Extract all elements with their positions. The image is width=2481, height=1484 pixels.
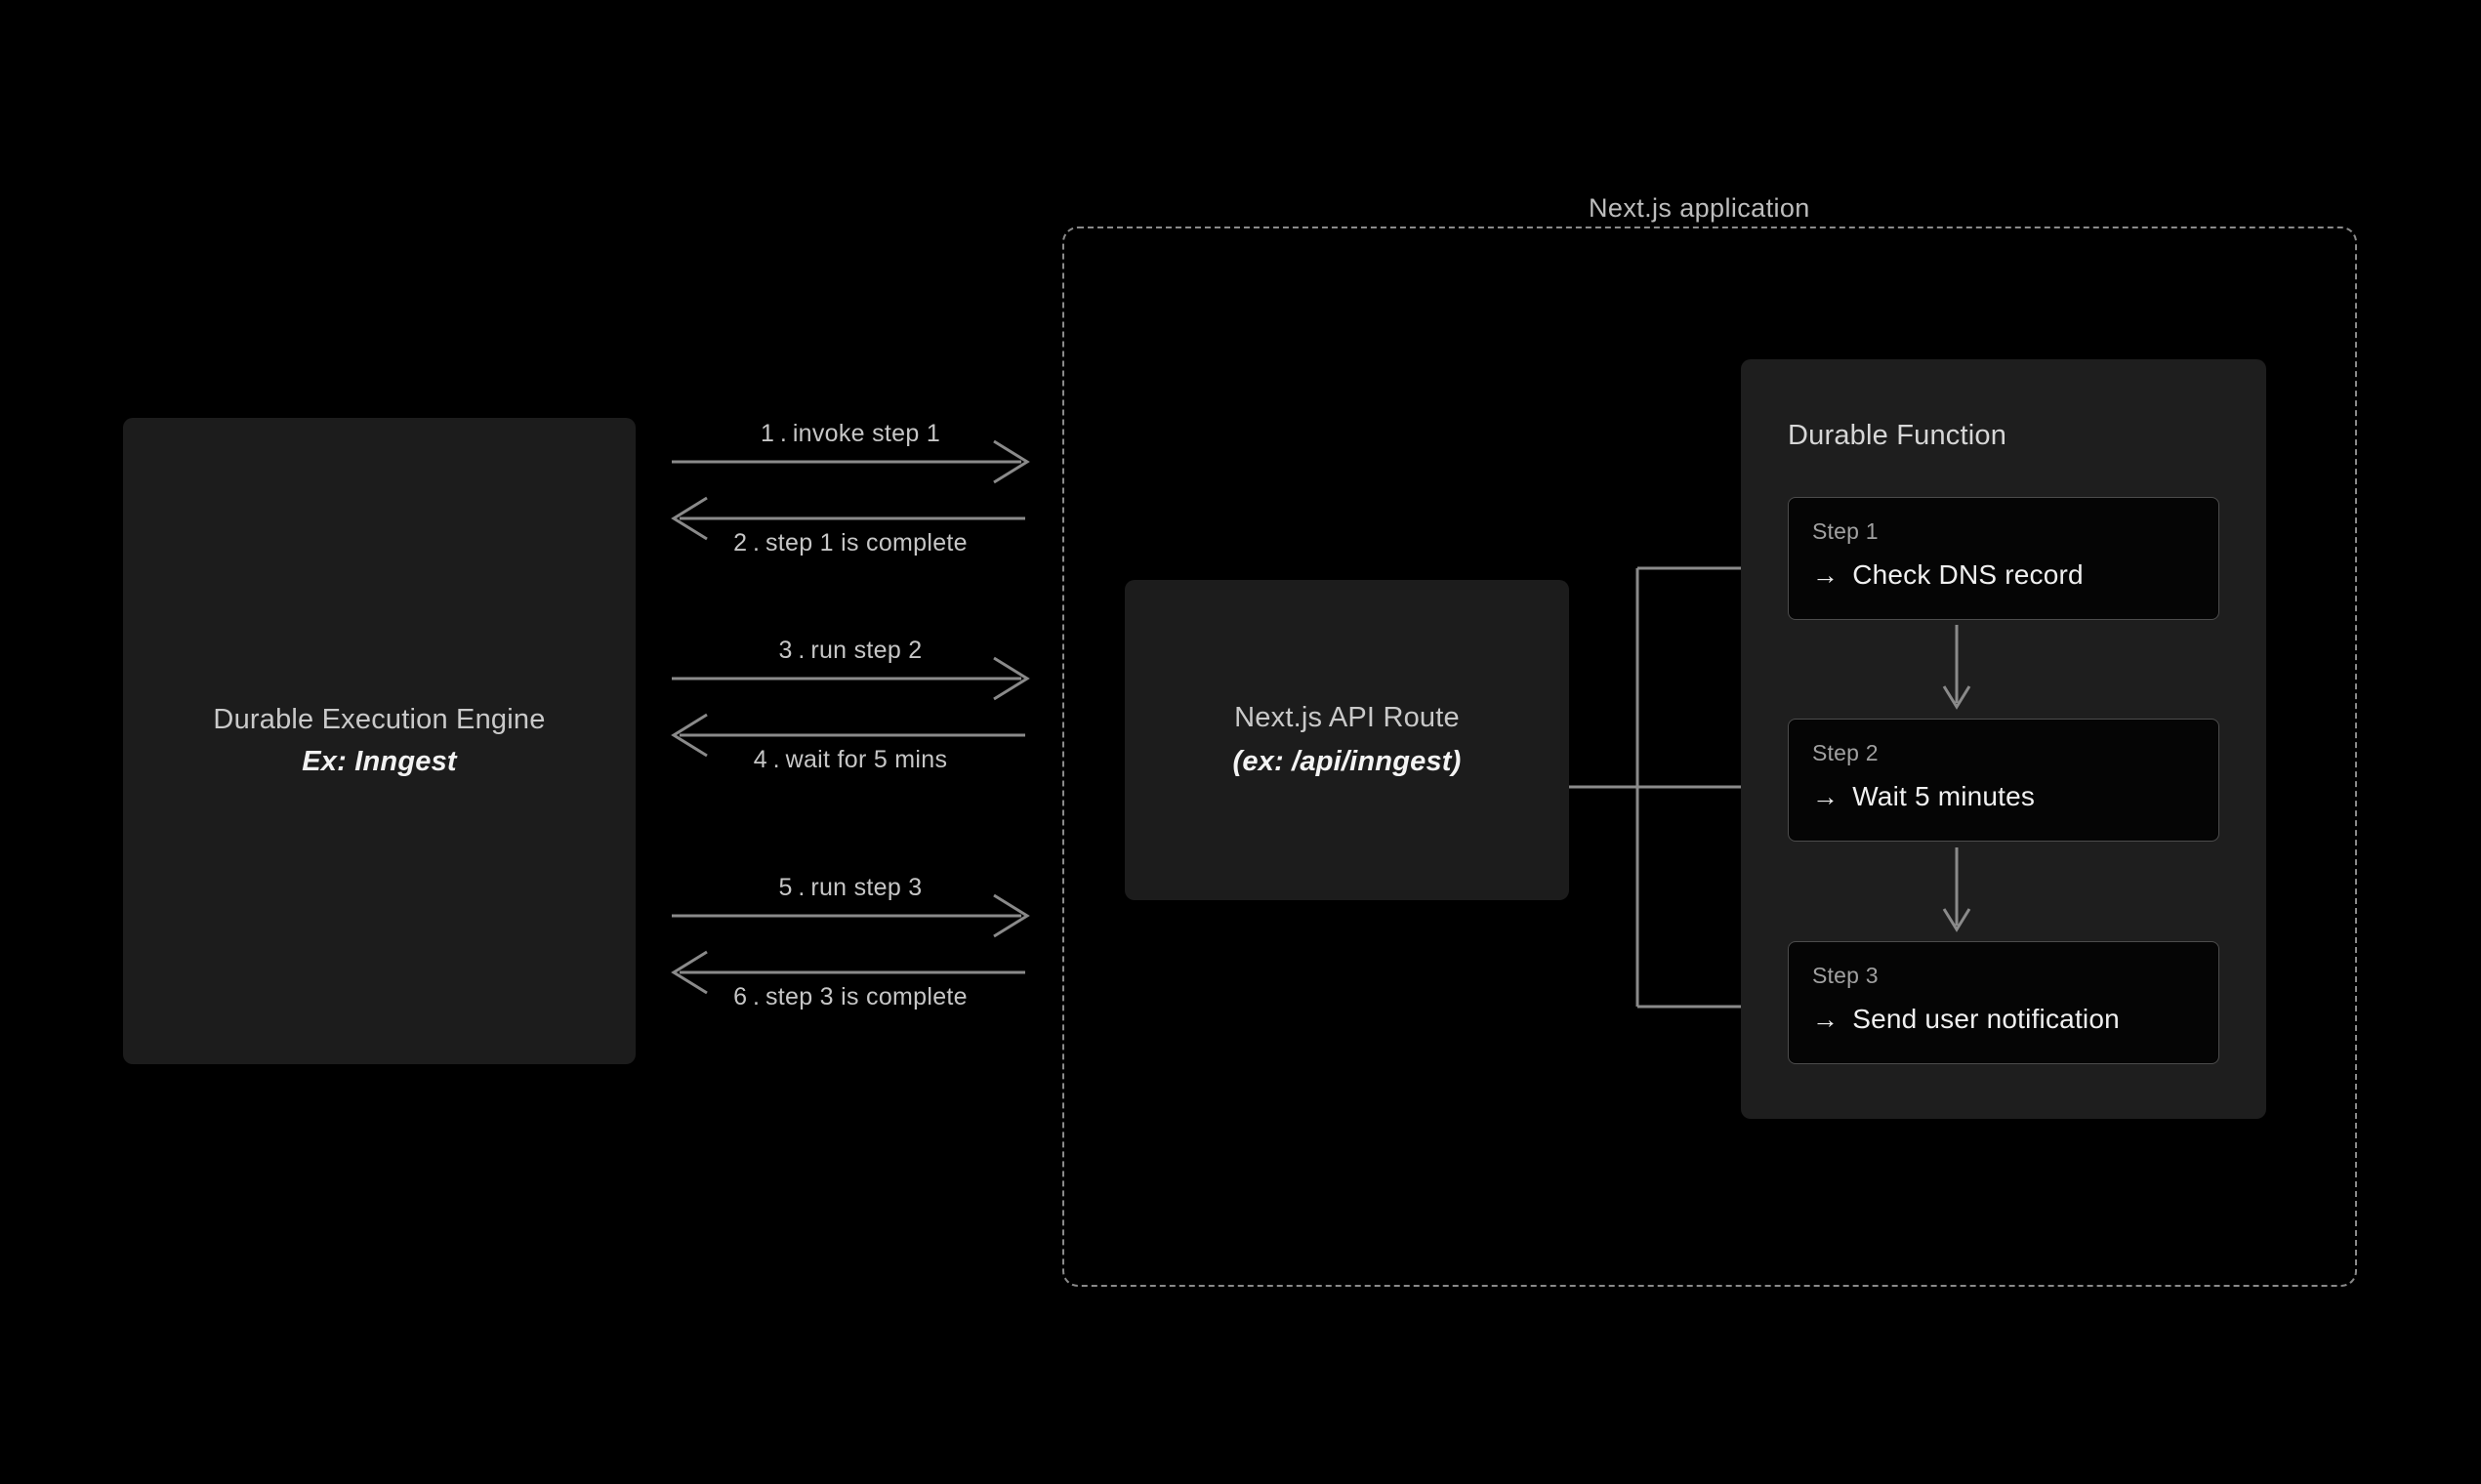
step-2-text: Wait 5 minutes — [1852, 780, 2036, 811]
arrow-right-icon: → — [1812, 559, 1840, 590]
sequence-label-1: 1.invoke step 1 — [672, 420, 1029, 448]
sequence-number-2: 2. — [733, 529, 765, 556]
sequence-text-1: invoke step 1 — [792, 420, 941, 447]
step-1-body: → Check DNS record — [1812, 559, 2195, 591]
durable-function-panel: Durable Function Step 1 → Check DNS reco… — [1741, 359, 2266, 1119]
arrow-right-icon: → — [1812, 781, 1840, 811]
sequence-pair-3: 5.run step 3 6.step 3 is complete — [671, 874, 1030, 1010]
engine-title: Durable Execution Engine — [213, 703, 546, 735]
sequence-text-2: step 1 is complete — [765, 529, 968, 556]
step-2-kicker: Step 2 — [1812, 740, 1879, 765]
arrow-right-icon: → — [1812, 1004, 1840, 1034]
sequence-label-2: 2.step 1 is complete — [672, 529, 1029, 557]
step-card-2[interactable]: Step 2 → Wait 5 minutes — [1788, 719, 2219, 842]
sequence-number-3: 3. — [778, 637, 811, 664]
sequence-label-5: 5.run step 3 — [672, 874, 1029, 902]
sequence-arrow-2-left — [671, 496, 1025, 541]
step-3-text: Send user notification — [1852, 1003, 2120, 1034]
sequence-number-1: 1. — [760, 420, 793, 447]
sequence-arrow-1-right — [672, 439, 1030, 484]
nextjs-application-container — [1062, 227, 2357, 1287]
sequence-pair-1: 1.invoke step 1 2.step 1 is complete — [671, 420, 1030, 556]
sequence-arrow-3-right — [672, 656, 1030, 701]
engine-subtitle: Ex: Inngest — [302, 746, 457, 777]
sequence-number-6: 6. — [733, 983, 765, 1010]
sequence-text-3: run step 2 — [810, 637, 923, 664]
sequence-text-6: step 3 is complete — [765, 983, 968, 1010]
sequence-label-6: 6.step 3 is complete — [672, 983, 1029, 1011]
step-card-3[interactable]: Step 3 → Send user notification — [1788, 941, 2219, 1064]
sequence-arrow-6-left — [671, 950, 1025, 995]
step-3-kicker: Step 3 — [1812, 963, 1879, 988]
sequence-arrow-5-right — [672, 893, 1030, 938]
step-2-body: → Wait 5 minutes — [1812, 781, 2195, 812]
sequence-number-4: 4. — [753, 746, 786, 773]
step-1-kicker: Step 1 — [1812, 518, 1879, 544]
step-card-1[interactable]: Step 1 → Check DNS record — [1788, 497, 2219, 620]
nextjs-application-label: Next.js application — [1569, 193, 1830, 224]
api-route-subtitle: (ex: /api/inngest) — [1232, 746, 1462, 777]
nextjs-api-route-box: Next.js API Route (ex: /api/inngest) — [1125, 580, 1569, 900]
durable-function-title: Durable Function — [1788, 420, 2007, 451]
durable-execution-engine-box: Durable Execution Engine Ex: Inngest — [123, 418, 636, 1064]
sequence-pair-2: 3.run step 2 4.wait for 5 mins — [671, 637, 1030, 773]
sequence-label-4: 4.wait for 5 mins — [672, 746, 1029, 774]
api-route-title: Next.js API Route — [1234, 702, 1460, 734]
step-3-body: → Send user notification — [1812, 1004, 2195, 1035]
step-1-text: Check DNS record — [1852, 558, 2084, 590]
sequence-number-5: 5. — [778, 874, 811, 901]
sequence-text-5: run step 3 — [810, 874, 923, 901]
sequence-text-4: wait for 5 mins — [785, 746, 948, 773]
sequence-arrow-4-left — [671, 713, 1025, 758]
sequence-label-3: 3.run step 2 — [672, 637, 1029, 665]
